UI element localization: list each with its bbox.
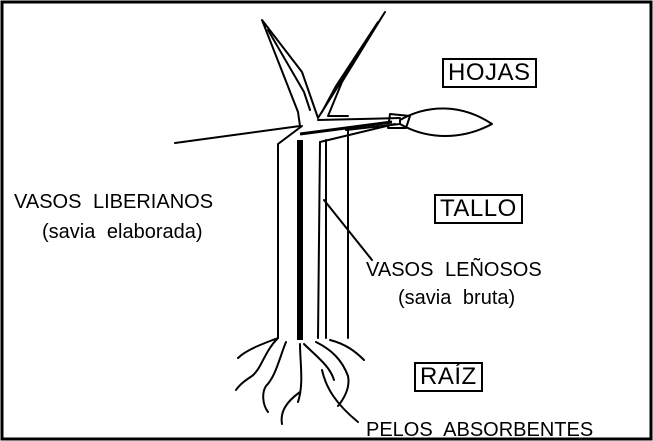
label-vasos-liberianos: VASOS LIBERIANOS <box>14 191 214 213</box>
stem-inner-edge <box>317 141 321 339</box>
label-savia-elaborada: (savia elaborada) <box>42 221 203 243</box>
lenosos-pointer <box>323 199 373 261</box>
label-savia-bruta: (savia bruta) <box>398 287 516 309</box>
leaf-to-phloem <box>299 120 393 136</box>
label-vasos-lenosos: VASOS LEÑOSOS <box>366 259 542 281</box>
side-branch <box>317 117 401 143</box>
inner-leaf-vein-left <box>267 29 311 111</box>
roots <box>235 337 365 425</box>
label-pelos-absorbentes: PELOS ABSORBENTES <box>366 419 594 441</box>
label-tallo: TALLO <box>434 194 523 224</box>
inner-leaf-vein-right <box>321 21 379 113</box>
label-raiz: RAÍZ <box>414 362 483 392</box>
leaf-spikes <box>174 11 386 144</box>
stem-left-edge <box>277 125 303 339</box>
label-hojas: HOJAS <box>442 58 537 88</box>
leaf-blade <box>399 107 493 137</box>
